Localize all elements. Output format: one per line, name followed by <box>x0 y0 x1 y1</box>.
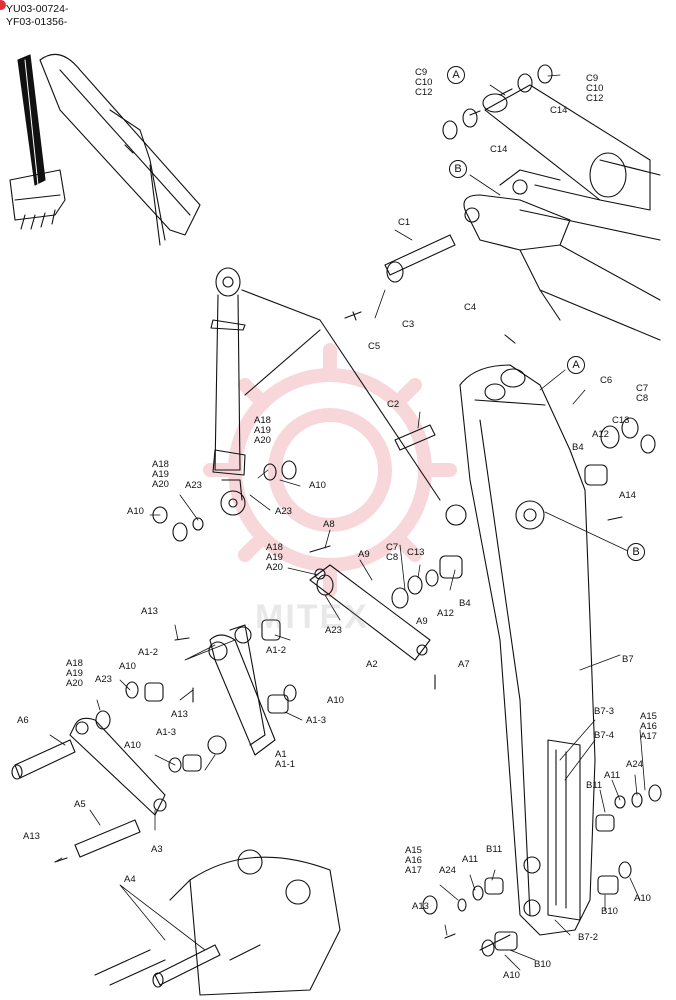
label-b11-right: B11 <box>586 780 603 791</box>
label-c7-c8-middle: C7 C8 <box>386 542 399 563</box>
label-c1: C1 <box>398 217 411 228</box>
label-a24-middle: A24 <box>439 865 456 876</box>
bolts <box>54 311 623 939</box>
callout-a-top: A <box>447 66 465 84</box>
label-c14-upper: C14 <box>550 105 568 116</box>
label-a13-fourth: A13 <box>412 901 429 912</box>
label-a9-top: A9 <box>358 549 370 560</box>
label-a23-middle: A23 <box>325 625 342 636</box>
label-c6: C6 <box>600 375 613 386</box>
arm-cylinder <box>469 84 661 241</box>
label-b10-bottom: B10 <box>534 959 551 970</box>
label-a23-lower-left: A23 <box>95 674 112 685</box>
leader-lines <box>49 74 646 971</box>
label-b10-right: B10 <box>601 906 618 917</box>
label-a23-upper: A23 <box>275 506 292 517</box>
label-a3: A3 <box>151 844 163 855</box>
label-a4: A4 <box>124 874 136 885</box>
label-c9-group-left: C9 C10 C12 <box>415 67 433 98</box>
label-a10-left: A10 <box>127 506 144 517</box>
pins <box>11 234 456 988</box>
label-a1-a1-1: A1 A1-1 <box>275 749 296 770</box>
label-a23-left: A23 <box>185 480 202 491</box>
label-a24-right: A24 <box>626 759 643 770</box>
label-c9-group-right: C9 C10 C12 <box>586 73 604 104</box>
label-c2: C2 <box>387 399 400 410</box>
label-a6: A6 <box>17 715 29 726</box>
label-a5: A5 <box>74 799 86 810</box>
label-a18-upper: A18 A19 A20 <box>254 415 271 446</box>
label-a7: A7 <box>458 659 470 670</box>
label-a18-left: A18 A19 A20 <box>152 459 169 490</box>
label-b7-2: B7-2 <box>578 932 599 943</box>
label-a9-bottom: A9 <box>416 616 428 627</box>
label-a13-third: A13 <box>23 831 40 842</box>
label-a1-3-right: A1-3 <box>306 715 327 726</box>
washers <box>95 64 662 957</box>
label-a10-bottom: A10 <box>503 970 520 981</box>
bucket-bracket <box>169 849 341 996</box>
label-b7-4: B7-4 <box>594 730 615 741</box>
label-c4: C4 <box>464 302 477 313</box>
label-c14-lower: C14 <box>490 144 508 155</box>
label-a15-middle: A15 A16 A17 <box>405 845 422 876</box>
label-c13-middle: C13 <box>407 547 425 558</box>
bucket-cylinder <box>210 267 441 516</box>
label-a8: A8 <box>323 519 335 530</box>
label-b7: B7 <box>622 654 634 665</box>
label-a10-right: A10 <box>327 695 344 706</box>
label-a14: A14 <box>619 490 636 501</box>
label-c5: C5 <box>368 341 381 352</box>
callout-b-top: B <box>449 160 467 178</box>
label-a1-2-right: A1-2 <box>266 645 287 656</box>
label-c13-right: C13 <box>612 415 630 426</box>
callout-b-mid: B <box>627 543 645 561</box>
label-a13-second: A13 <box>171 709 188 720</box>
label-a1-2-left: A1-2 <box>138 647 159 658</box>
link-assembly <box>69 564 431 816</box>
label-c7-c8-right: C7 C8 <box>636 383 649 404</box>
excavator-thumbnail <box>9 53 201 246</box>
label-a18-middle: A18 A19 A20 <box>266 542 283 573</box>
model-range-line1: YU03-00724- <box>6 3 69 15</box>
label-b7-3: B7-3 <box>594 706 615 717</box>
label-a18-lower-left: A18 A19 A20 <box>66 658 83 689</box>
label-a1-3-left: A1-3 <box>156 727 177 738</box>
label-a12-middle: A12 <box>437 608 454 619</box>
label-a10-middle: A10 <box>119 661 136 672</box>
label-b4-right: B4 <box>572 442 584 453</box>
label-b11-middle: B11 <box>486 844 503 855</box>
callout-a-mid: A <box>567 356 585 374</box>
arm-body <box>445 364 596 951</box>
watermark-text: MITEX <box>255 598 369 636</box>
model-range-line2: YF03-01356- <box>6 16 68 28</box>
boom-bracket <box>463 169 661 341</box>
label-a2: A2 <box>366 659 378 670</box>
label-a10-upper: A10 <box>309 480 326 491</box>
label-a13-first: A13 <box>141 606 158 617</box>
corner-marker-icon <box>0 0 6 10</box>
label-a10-lower-left: A10 <box>124 740 141 751</box>
label-c3: C3 <box>402 319 415 330</box>
label-a11-middle: A11 <box>462 854 479 865</box>
label-a11-right: A11 <box>604 770 621 781</box>
label-b4-middle: B4 <box>459 598 471 609</box>
label-a10-bottom-right: A10 <box>634 893 651 904</box>
label-a12-right: A12 <box>592 429 609 440</box>
label-a15-right: A15 A16 A17 <box>640 711 657 742</box>
